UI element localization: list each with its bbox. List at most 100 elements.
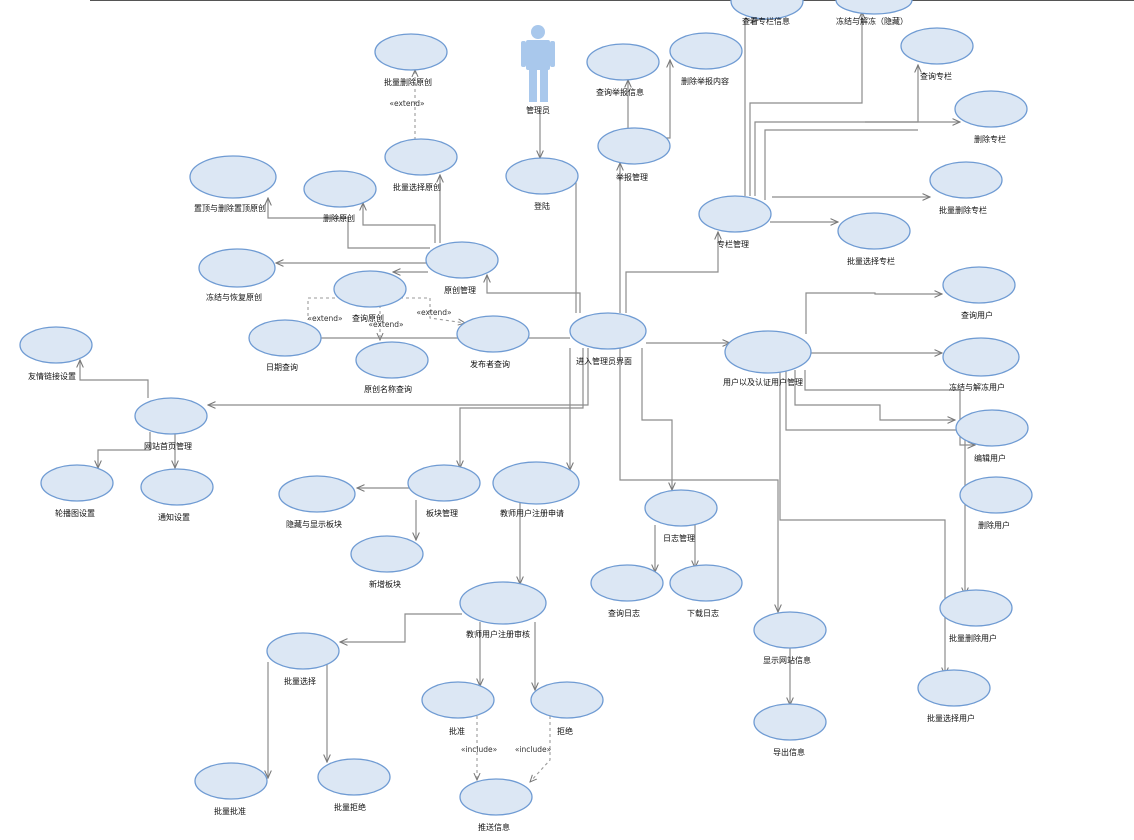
uc-batch-delete-column[interactable]: 批量删除专栏: [929, 161, 1003, 215]
svg-text:举报管理: 举报管理: [616, 172, 648, 182]
uc-freeze-original[interactable]: 冻结与恢复原创: [198, 248, 276, 302]
extend-label: «extend»: [416, 308, 452, 317]
svg-text:隐藏与显示板块: 隐藏与显示板块: [286, 519, 342, 529]
uc-friend-link[interactable]: 友情链接设置: [19, 326, 93, 381]
uc-teacher-review[interactable]: 教师用户注册审核: [459, 581, 547, 639]
svg-text:教师用户注册申请: 教师用户注册申请: [500, 508, 564, 518]
svg-text:友情链接设置: 友情链接设置: [28, 371, 76, 381]
uc-send-msg[interactable]: 推送信息: [459, 778, 533, 832]
svg-text:批量删除用户: 批量删除用户: [949, 633, 997, 643]
uc-query-report[interactable]: 查询举报信息: [586, 43, 660, 97]
svg-text:板块管理: 板块管理: [426, 508, 458, 518]
svg-text:下载日志: 下载日志: [687, 608, 719, 618]
actor-head-icon: [531, 25, 545, 39]
uc-hide-board[interactable]: 隐藏与显示板块: [278, 475, 356, 529]
svg-text:查询举报信息: 查询举报信息: [596, 87, 644, 97]
uc-column-mgmt[interactable]: 专栏管理: [698, 195, 772, 249]
svg-text:冻结与恢复原创: 冻结与恢复原创: [206, 292, 262, 302]
uc-original-mgmt[interactable]: 原创管理: [425, 241, 499, 295]
svg-text:删除用户: 删除用户: [978, 520, 1010, 530]
include-label: «include»: [515, 745, 552, 754]
uc-delete-report[interactable]: 删除举报内容: [669, 32, 743, 86]
uc-reject[interactable]: 拒绝: [530, 681, 604, 736]
svg-text:新增板块: 新增板块: [369, 579, 401, 589]
stereotype-labels: «extend» «extend» «extend» «extend» «inc…: [307, 99, 551, 754]
svg-text:轮播图设置: 轮播图设置: [55, 508, 95, 518]
uc-report-mgmt[interactable]: 举报管理: [597, 127, 671, 182]
svg-text:批量批准: 批量批准: [214, 806, 246, 816]
uc-publisher-query[interactable]: 发布者查询: [456, 315, 530, 369]
svg-text:用户以及认证用户管理: 用户以及认证用户管理: [723, 377, 803, 387]
uc-view-column[interactable]: 查看专栏信息: [730, 0, 804, 26]
svg-text:发布者查询: 发布者查询: [470, 359, 510, 369]
svg-text:编辑用户: 编辑用户: [974, 453, 1006, 463]
svg-text:查询原创: 查询原创: [352, 313, 384, 323]
extend-label: «extend»: [307, 314, 343, 323]
actor-admin[interactable]: 管理员: [521, 25, 555, 115]
uc-cancel-user[interactable]: 编辑用户: [955, 409, 1029, 463]
uc-query-column[interactable]: 查询专栏: [900, 27, 974, 81]
extend-label: «extend»: [389, 99, 425, 108]
svg-text:批量选择专栏: 批量选择专栏: [847, 256, 895, 266]
uc-freeze-user[interactable]: 冻结与解冻用户: [942, 337, 1020, 392]
uc-admin-ui[interactable]: 进入管理员界面: [569, 312, 647, 366]
uc-freeze-column[interactable]: 冻结与解冻（隐藏）: [835, 0, 913, 26]
svg-text:推送信息: 推送信息: [478, 822, 510, 832]
svg-text:显示网站信息: 显示网站信息: [763, 655, 811, 665]
uc-pin-original[interactable]: 置顶与删除置顶原创: [189, 155, 277, 213]
uc-batch-select[interactable]: 批量选择: [266, 632, 340, 686]
uc-delete-user[interactable]: 删除用户: [959, 476, 1033, 530]
connector-lines: [80, 12, 975, 782]
uc-batch-reject[interactable]: 批量拒绝: [317, 758, 391, 812]
uc-teacher-apply[interactable]: 教师用户注册申请: [492, 461, 580, 518]
uc-export-info[interactable]: 导出信息: [753, 703, 827, 757]
actor-body-icon: [526, 40, 550, 70]
svg-text:教师用户注册审核: 教师用户注册审核: [466, 629, 530, 639]
uc-batch-approve[interactable]: 批量批准: [194, 762, 268, 816]
uc-approve[interactable]: 批准: [421, 681, 495, 736]
svg-text:查看专栏信息: 查看专栏信息: [742, 16, 790, 26]
uc-name-query[interactable]: 原创名称查询: [355, 341, 429, 394]
uc-date-query[interactable]: 日期查询: [248, 319, 322, 372]
svg-text:批量选择用户: 批量选择用户: [927, 713, 975, 723]
uc-batch-select-user[interactable]: 批量选择用户: [917, 669, 991, 723]
uc-query-log[interactable]: 查询日志: [590, 564, 664, 618]
svg-text:批准: 批准: [449, 726, 465, 736]
svg-text:网站首页管理: 网站首页管理: [144, 441, 192, 451]
uc-add-board[interactable]: 新增板块: [350, 535, 424, 589]
uc-board-mgmt[interactable]: 板块管理: [407, 464, 481, 518]
top-border-line: [90, 0, 1134, 1]
svg-text:批量选择: 批量选择: [284, 676, 316, 686]
uc-notice[interactable]: 通知设置: [140, 468, 214, 522]
uc-delete-column[interactable]: 删除专栏: [954, 90, 1028, 144]
uc-delete-original[interactable]: 删除原创: [303, 170, 377, 223]
uc-show-site-info[interactable]: 显示网站信息: [753, 611, 827, 665]
uc-batch-delete-original[interactable]: 批量删除原创: [374, 33, 448, 87]
svg-text:删除专栏: 删除专栏: [974, 134, 1006, 144]
svg-text:批量拒绝: 批量拒绝: [334, 802, 366, 812]
svg-text:查询日志: 查询日志: [608, 608, 640, 618]
svg-text:拒绝: 拒绝: [557, 726, 573, 736]
svg-text:删除举报内容: 删除举报内容: [681, 76, 729, 86]
uc-batch-select-original[interactable]: 批量选择原创: [384, 138, 458, 192]
svg-text:专栏管理: 专栏管理: [717, 239, 749, 249]
svg-text:登陆: 登陆: [534, 201, 550, 211]
uc-batch-select-column[interactable]: 批量选择专栏: [837, 212, 911, 266]
svg-text:原创管理: 原创管理: [444, 285, 476, 295]
svg-text:批量删除专栏: 批量删除专栏: [939, 205, 987, 215]
uc-query-user[interactable]: 查询用户: [942, 266, 1016, 320]
uc-query-original[interactable]: 查询原创: [333, 270, 407, 323]
svg-text:原创名称查询: 原创名称查询: [364, 384, 412, 394]
svg-text:日期查询: 日期查询: [266, 362, 298, 372]
uc-carousel[interactable]: 轮播图设置: [40, 464, 114, 518]
uc-homepage-mgmt[interactable]: 网站首页管理: [134, 397, 208, 451]
uc-user-mgmt[interactable]: 用户以及认证用户管理: [723, 330, 812, 387]
svg-text:置顶与删除置顶原创: 置顶与删除置顶原创: [194, 203, 266, 213]
uc-log-mgmt[interactable]: 日志管理: [644, 489, 718, 543]
uc-login[interactable]: 登陆: [505, 157, 579, 211]
uc-batch-delete-user[interactable]: 批量删除用户: [939, 589, 1013, 643]
svg-text:日志管理: 日志管理: [663, 533, 695, 543]
svg-text:通知设置: 通知设置: [158, 512, 190, 522]
uc-download-log[interactable]: 下载日志: [669, 564, 743, 618]
